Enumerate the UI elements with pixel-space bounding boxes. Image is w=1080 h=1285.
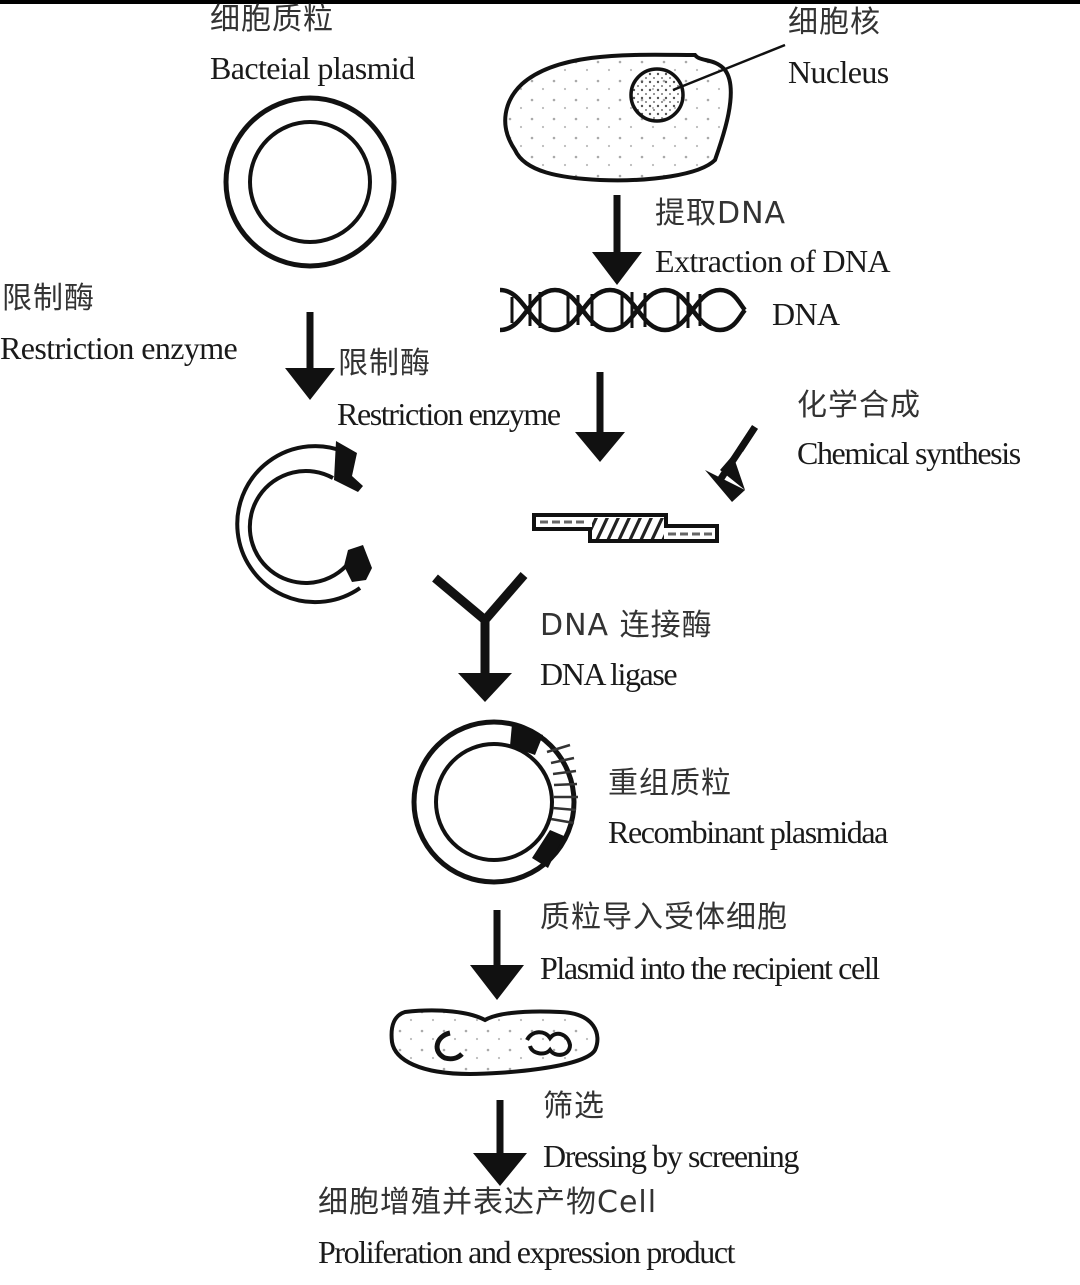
bacterial-plasmid-icon (223, 95, 397, 269)
arrow-extraction (592, 195, 642, 285)
label-ligase-zh: DNA 连接酶 (540, 608, 713, 643)
label-recombinant-zh: 重组质粒 (608, 766, 732, 801)
arrow-screening (473, 1100, 527, 1186)
label-nucleus-en: Nucleus (788, 54, 889, 90)
label-restriction2-zh: 限制酶 (338, 346, 431, 381)
label-chemical-en: Chemical synthesis (797, 435, 1021, 471)
animal-cell-icon (503, 43, 786, 183)
label-screen-zh: 筛选 (543, 1089, 605, 1124)
arrow-ligase (432, 572, 528, 678)
nucleus-pointer-line (672, 43, 786, 92)
label-screen-en: Dressing by screening (543, 1138, 799, 1174)
label-restriction2-en: Restriction enzyme (337, 396, 561, 432)
label-chemical-zh: 化学合成 (797, 388, 921, 423)
arrow-ligase-head (458, 673, 512, 702)
label-restriction1-en: Restriction enzyme (0, 330, 238, 366)
recipient-cell-icon (389, 1008, 600, 1077)
arrow-restriction-dna (575, 372, 625, 462)
label-plasmid-zh: 细胞质粒 (210, 2, 334, 37)
recombinant-plasmid-icon (411, 719, 578, 885)
label-restriction1-zh: 限制酶 (2, 281, 95, 316)
label-plasmid-en: Bacteial plasmid (210, 50, 415, 86)
arrow-transfer (470, 910, 524, 1000)
label-nucleus-zh: 细胞核 (788, 5, 881, 40)
label-product-en: Proliferation and expression product (318, 1234, 736, 1270)
dna-fragment-icon (532, 513, 719, 543)
label-dna: DNA (772, 296, 840, 332)
label-transfer-en: Plasmid into the recipient cell (540, 950, 880, 986)
cut-plasmid-icon (235, 441, 372, 605)
arrow-restriction-plasmid (285, 312, 335, 400)
dna-helix-icon (499, 287, 747, 333)
top-border (0, 0, 1080, 4)
label-product-zh: 细胞增殖并表达产物Cell (318, 1185, 658, 1220)
label-extract-en: Extraction of DNA (655, 243, 891, 279)
arrow-chemical-synthesis (705, 425, 758, 502)
label-ligase-en: DNA ligase (540, 656, 678, 692)
label-extract-zh: 提取DNA (655, 196, 787, 231)
label-transfer-zh: 质粒导入受体细胞 (540, 900, 788, 935)
label-recombinant-en: Recombinant plasmidaa (608, 814, 888, 850)
